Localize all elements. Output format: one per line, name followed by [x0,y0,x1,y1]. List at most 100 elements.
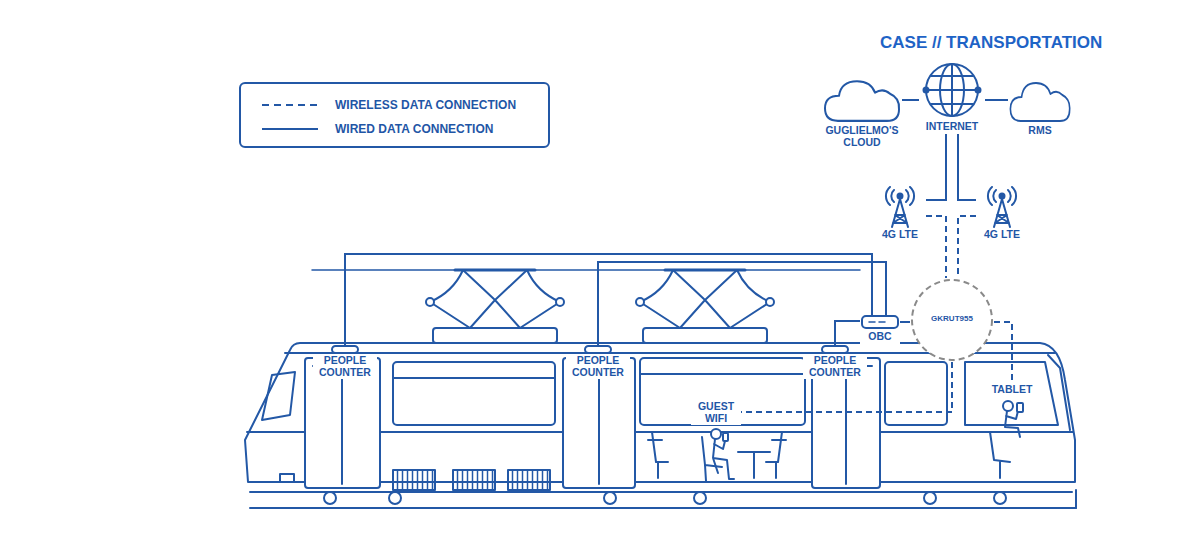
drawing-part [862,316,898,328]
drawing-part [245,270,1076,508]
drawing-part [988,187,1016,227]
drawing-part [665,269,745,272]
drawing-part [994,492,1006,504]
lte-tower [976,186,1028,228]
drawing-part [604,492,616,504]
legend-label: WIRED DATA CONNECTION [335,122,493,136]
legend-box: WIRELESS DATA CONNECTION WIRED DATA CONNE… [239,82,550,148]
nose-window [262,372,295,420]
drawing-part [640,270,770,328]
drawing-part [694,492,706,504]
drawing-part [702,429,734,481]
drawing-part [455,269,535,272]
drawing-part [886,187,914,227]
wireless-connection [958,216,976,278]
internet-globe: INTERNET [919,60,985,134]
grille [508,470,550,490]
rail [250,507,1076,509]
drawing-part [924,492,936,504]
window [885,362,947,425]
people-counter: PEOPLE COUNTER [313,345,377,379]
catenary-wire [312,269,860,271]
router: GKRUT955 [910,278,994,362]
legend-line-sample [262,104,318,106]
lte-tower: 4G LTE [874,186,926,242]
drawing-part [433,328,557,343]
drawing-part [313,362,372,484]
seat [738,452,770,478]
title: CASE // TRANSPORTATION [880,33,1102,53]
passenger-figure: GUEST WIFI [691,400,741,483]
drawing-part [430,270,560,328]
passenger-figure [691,425,741,483]
legend-swatch [261,125,319,133]
lte-tower [874,186,926,228]
window [393,362,555,425]
node-label: 4G LTE [976,228,1028,242]
people-counter [566,345,630,354]
wired-connection [926,134,946,200]
drawing-part [1005,411,1020,437]
internet-globe [919,60,985,120]
node-label: GUEST WIFI [691,400,741,425]
node-label: INTERNET [919,120,985,134]
wired-connection [598,262,886,345]
drawing-part [869,321,885,323]
driver-figure: TABLET [989,383,1035,439]
drawing-part [723,433,728,441]
drawing-part [892,199,908,227]
people-counter [803,345,867,354]
drawing-part [711,429,721,439]
drawing-part [1000,194,1005,199]
drawing-part [822,346,848,353]
drawing-part [1003,401,1013,411]
pantograph [636,270,774,343]
drawing-part [825,81,899,121]
legend-line-sample [262,128,318,130]
wired-connection [985,99,1008,101]
node-label: OBC [860,330,900,344]
driver-figure [989,397,1035,439]
cloud-icon [822,76,902,124]
drawing-part [976,88,981,93]
pantograph [426,270,564,343]
legend-row: WIRELESS DATA CONNECTION [261,97,516,113]
drawing-part [1017,403,1023,412]
drawing-part [324,492,336,504]
wired-connection [835,321,860,345]
cloud-icon: RMS [1008,78,1072,138]
drawing-part [862,316,898,328]
drawing-part [713,439,734,479]
node-label: RMS [1008,124,1072,138]
seat [766,432,786,478]
rail-end [1075,490,1077,508]
people-counter [313,345,377,354]
drawing-part [994,199,1010,227]
cloud-icon [1008,78,1072,124]
drawing-part [988,187,1016,205]
drawing-part [585,346,611,353]
node-label: GUGLIELMO'S CLOUD [822,124,902,149]
legend-row: WIRED DATA CONNECTION [261,121,493,137]
wireless-connection [994,322,1012,383]
node-label: TABLET [989,383,1035,397]
drawing-part [640,373,805,375]
drawing-part [926,64,978,116]
cab-window [965,362,1058,425]
drawing-part [766,298,774,306]
lte-tower: 4G LTE [976,186,1028,242]
drawing-part [1010,83,1069,121]
node-label: PEOPLE COUNTER [313,354,377,379]
node-label: 4G LTE [874,228,926,242]
skirt [250,491,1072,493]
obc-unit [860,315,900,330]
lamp [280,474,294,482]
drawing-part [924,64,981,116]
wired-connection [900,321,910,323]
drawing-part [822,346,848,353]
drawing-part [702,437,722,481]
wired-connection [902,99,919,101]
